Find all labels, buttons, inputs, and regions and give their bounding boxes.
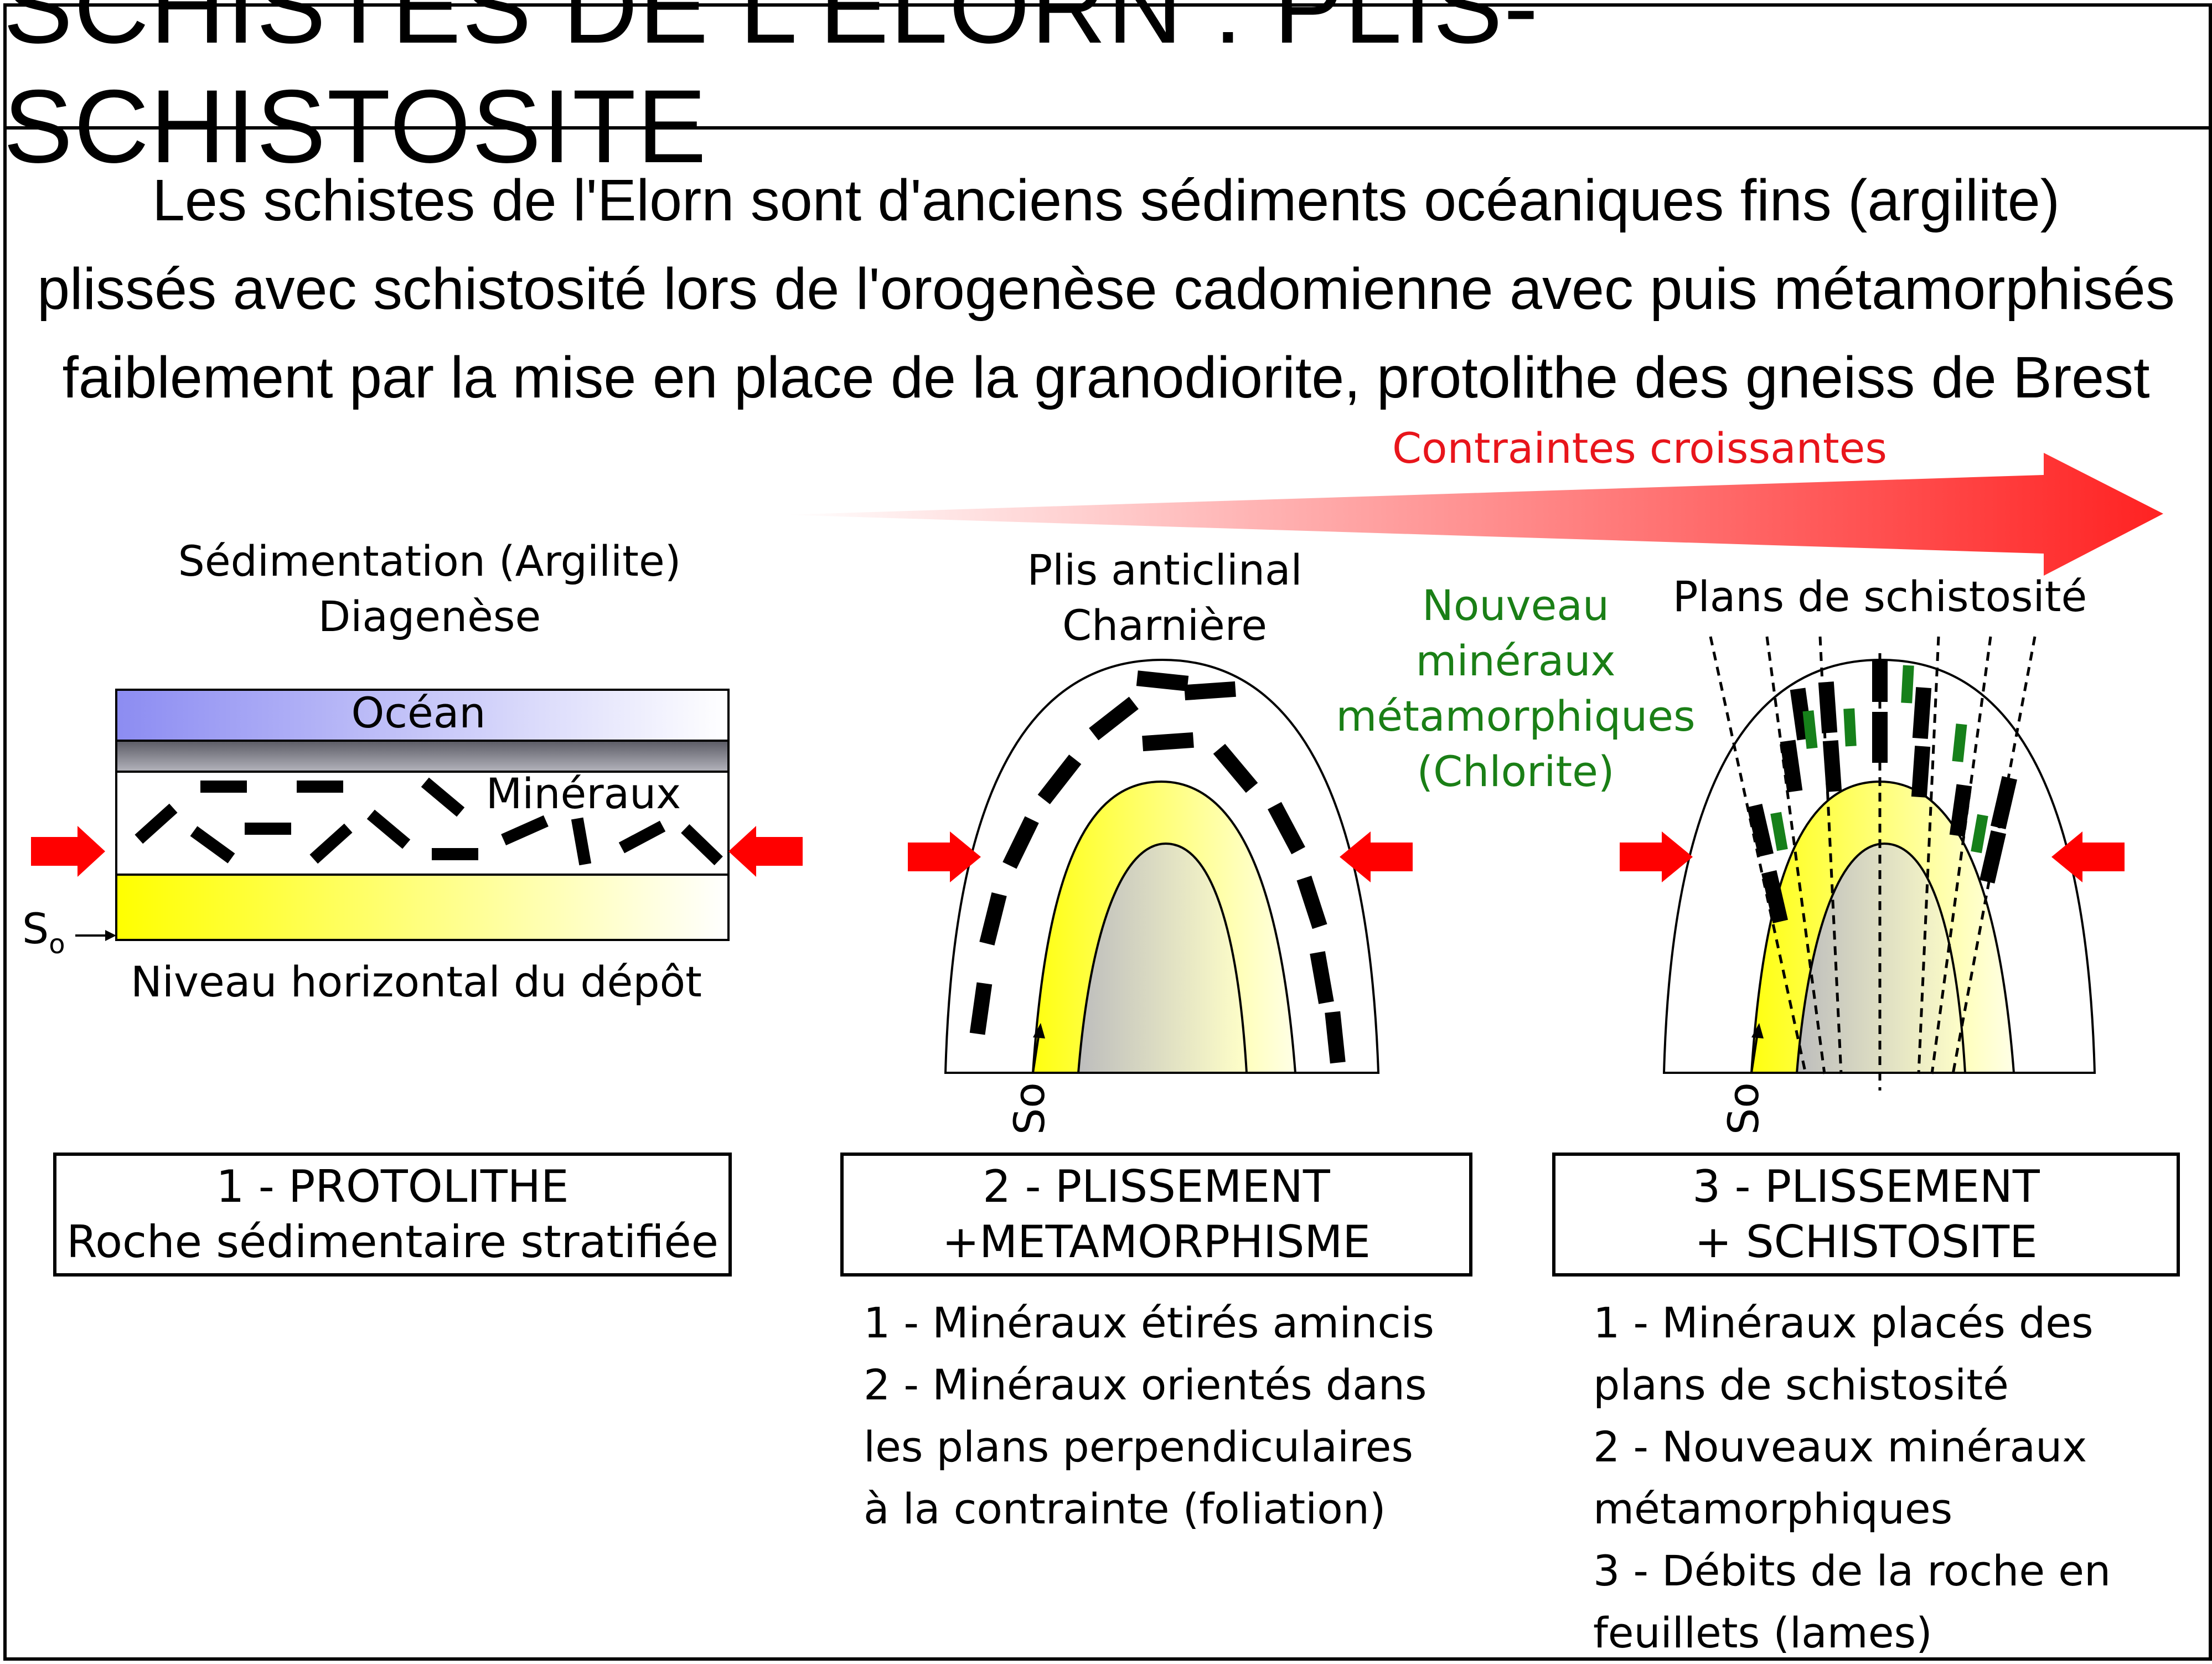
new-minerals-line-4: (Chlorite) [1417,747,1614,796]
stage-2-box: 2 - PLISSEMENT +METAMORPHISME [840,1153,1472,1277]
panel-2-fold: Plis anticlinal Charnière So [908,545,1413,1135]
stage-1-box: 1 - PROTOLITHE Roche sédimentaire strati… [53,1153,732,1277]
schistosity-planes-label: Plans de schistosité [1673,572,2087,621]
minerals-label: Minéraux [486,769,681,818]
intro-line-1: Les schistes de l'Elorn sont d'anciens s… [152,168,2060,233]
level-label: Niveau horizontal du dépôt [131,957,702,1006]
stage-2-steps: 1 - Minéraux étirés amincis 2 - Minéraux… [864,1292,1434,1540]
stage-2-step: à la contrainte (foliation) [864,1484,1386,1533]
ocean-layer [115,689,730,742]
stage-3-step: 1 - Minéraux placés des [1593,1298,2094,1347]
panel-2-caption-line-2: Charnière [1062,601,1267,650]
fold-core-2 [1077,842,1248,1074]
left-pressure-arrow-2 [908,831,981,882]
so-label-3: So [1719,1082,1768,1135]
so-label-2: So [1005,1082,1054,1135]
stage-3-step: 3 - Débits de la roche en [1593,1546,2111,1595]
chlorite-minerals [1770,665,1988,854]
so-symbol-1: So [22,904,65,960]
stage-2-title: 2 - PLISSEMENT [983,1161,1330,1212]
left-pressure-arrow-3 [1620,831,1693,882]
stage-1-title: 1 - PROTOLITHE [216,1161,569,1212]
ocean-label: Océan [351,688,485,737]
stretched-minerals [969,670,1346,1064]
panel-1-caption-line-2: Diagenèse [318,592,541,641]
stage-1-subtitle: Roche sédimentaire stratifiée [66,1216,719,1268]
left-pressure-arrow-1 [31,826,105,877]
yellow-layer [115,874,730,941]
stress-arrow [785,453,2163,576]
stage-3-subtitle: + SCHISTOSITE [1694,1216,2038,1268]
new-minerals-line-1: Nouveau [1422,581,1609,630]
right-pressure-arrow-2 [1340,831,1413,882]
stage-2-step: les plans perpendiculaires [864,1422,1413,1471]
stage-2-step: 2 - Minéraux orientés dans [864,1360,1427,1409]
stage-3-box: 3 - PLISSEMENT + SCHISTOSITE [1552,1153,2180,1277]
panel-1-protolith: Sédimentation (Argilite) Diagenèse Océan… [22,536,803,1006]
stage-2-step: 1 - Minéraux étirés amincis [864,1298,1434,1347]
intro-line-3: faiblement par la mise en place de la gr… [62,345,2150,410]
intro-line-2: plissés avec schistosité lors de l'oroge… [37,256,2175,322]
panel-3-schistosity: Nouveau minéraux métamorphiques (Chlorit… [1336,572,2125,1135]
new-minerals-line-3: métamorphiques [1336,691,1695,741]
stage-3-steps: 1 - Minéraux placés des plans de schisto… [1593,1292,2111,1664]
right-pressure-arrow-1 [728,826,803,877]
stage-3-title: 3 - PLISSEMENT [1692,1161,2040,1212]
mud-layer [115,740,730,773]
stage-3-step: plans de schistosité [1593,1360,2009,1409]
stage-3-step: métamorphiques [1593,1484,1953,1533]
stage-2-subtitle: +METAMORPHISME [942,1216,1371,1268]
random-minerals [135,777,723,866]
panel-1-caption-line-1: Sédimentation (Argilite) [178,536,681,586]
stage-3-step: feuillets (lames) [1593,1608,1932,1657]
panel-2-caption-line-1: Plis anticlinal [1027,545,1302,595]
stage-3-step: 2 - Nouveaux minéraux [1593,1422,2087,1471]
stress-label: Contraintes croissantes [1392,423,1887,473]
right-pressure-arrow-3 [2051,831,2125,882]
diagram-frame [3,3,2212,1661]
new-minerals-line-2: minéraux [1415,636,1615,685]
